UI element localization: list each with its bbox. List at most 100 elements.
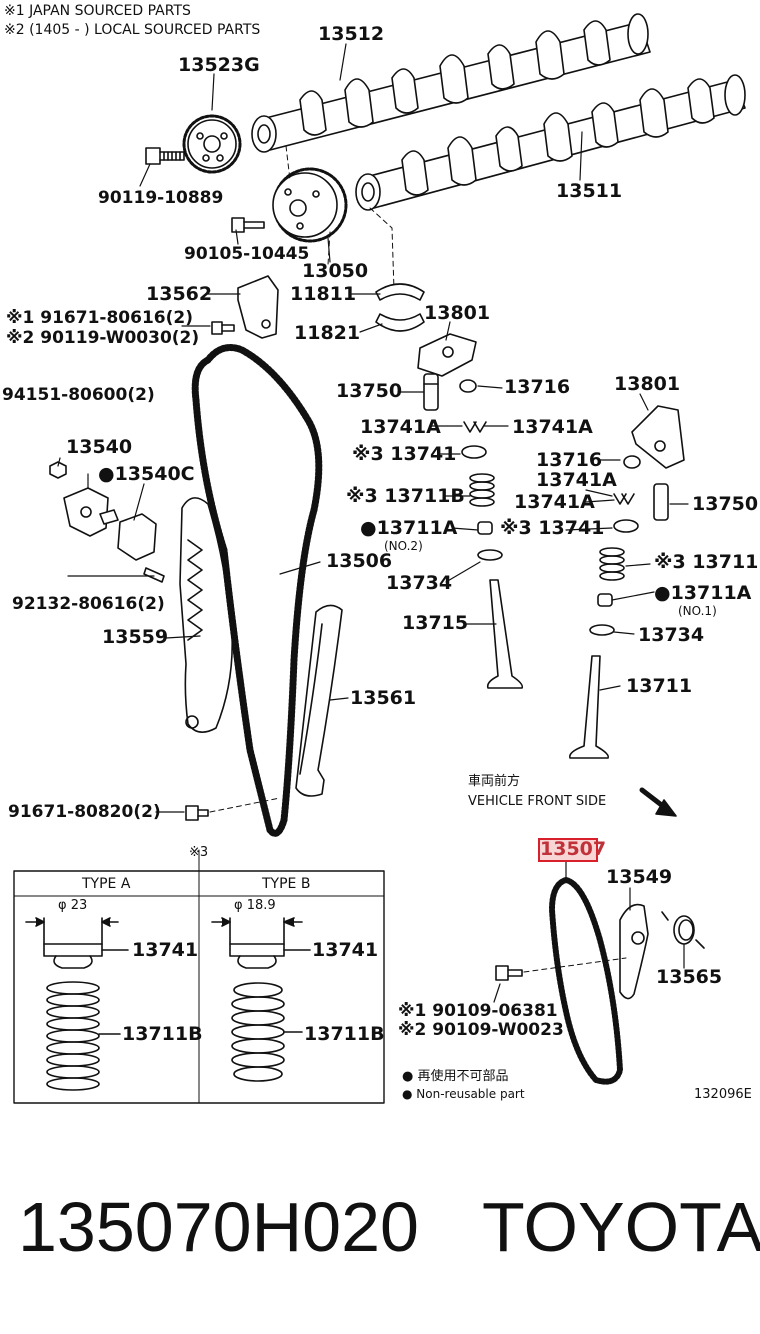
- pad-13716-right: [623, 455, 641, 469]
- bearing-11821: [375, 313, 425, 332]
- bolt-90119-10889: [145, 147, 185, 165]
- stud-92132-80616: [143, 567, 165, 583]
- valve-13711: [568, 655, 610, 759]
- label-13512[interactable]: 13512: [318, 23, 385, 45]
- label-13711B-b[interactable]: ※3 13711B: [654, 551, 760, 573]
- label-13711B-a[interactable]: ※3 13711B: [346, 485, 465, 507]
- label-13562[interactable]: 13562: [146, 283, 213, 305]
- label-13750-left[interactable]: 13750: [336, 380, 403, 402]
- spring-13711B-left: [469, 473, 495, 507]
- type-a-diameter: φ 23: [58, 898, 88, 913]
- gasket-13540C: [117, 513, 157, 561]
- label-13506[interactable]: 13506: [326, 550, 393, 572]
- label-91671-80616[interactable]: ※1 91671-80616(2): [6, 308, 193, 328]
- chain-damper-13549: [619, 903, 649, 1000]
- label-91671-80820[interactable]: 91671-80820(2): [8, 802, 161, 822]
- label-90109-06381[interactable]: ※1 90109-06381: [398, 1001, 558, 1021]
- damper-spring-13565: [661, 911, 705, 949]
- part-number: 135070H020: [18, 1188, 419, 1266]
- label-13559[interactable]: 13559: [102, 626, 169, 648]
- nut-94151-80600: [49, 461, 67, 479]
- label-13734-right[interactable]: 13734: [638, 624, 705, 646]
- type-a-spring-label[interactable]: 13711B: [122, 1023, 203, 1045]
- label-13507[interactable]: 13507: [540, 838, 607, 860]
- label-ref3: ※3: [189, 845, 209, 860]
- spring-13711B-right: [599, 547, 625, 581]
- label-13565[interactable]: 13565: [656, 966, 723, 988]
- label-90105-10445[interactable]: 90105-10445: [184, 244, 310, 264]
- note-japan-sourced: ※1 JAPAN SOURCED PARTS: [4, 3, 191, 19]
- label-13734-left[interactable]: 13734: [386, 572, 453, 594]
- label-13741-b[interactable]: ※3 13741: [500, 517, 605, 539]
- bearing-11811: [375, 283, 425, 301]
- valve-13715: [486, 579, 524, 689]
- type-b-title: TYPE B: [262, 876, 311, 892]
- label-13741A-4[interactable]: 13741A: [514, 491, 595, 513]
- type-b-spring-label[interactable]: 13711B: [304, 1023, 385, 1045]
- rocker-arm-13801-left: [417, 333, 477, 377]
- label-13741-a[interactable]: ※3 13741: [352, 443, 457, 465]
- retainer-13741-right: [613, 519, 639, 533]
- label-13523G[interactable]: 13523G: [178, 54, 260, 76]
- label-11821[interactable]: 11821: [294, 322, 361, 344]
- label-13716-right[interactable]: 13716: [536, 449, 603, 471]
- bolt-90105-10445: [231, 217, 265, 233]
- timing-chain-13506: [191, 344, 323, 837]
- label-13801-right[interactable]: 13801: [614, 373, 681, 395]
- pad-13716-left: [459, 379, 477, 393]
- vvt-gear-13050: [272, 167, 348, 243]
- camshaft-13511: [355, 74, 746, 211]
- plate-13562: [237, 275, 279, 339]
- legend-non-reusable-jp: ● 再使用不可部品: [402, 1069, 509, 1084]
- label-13561[interactable]: 13561: [350, 687, 417, 709]
- label-13750-right[interactable]: 13750: [692, 493, 759, 515]
- legend-non-reusable-en: ● Non-reusable part: [402, 1087, 525, 1101]
- label-13715[interactable]: 13715: [402, 612, 469, 634]
- keeper-13741A-right: [613, 493, 635, 505]
- bolt-91671-80616: [211, 321, 235, 335]
- lash-adjuster-13750-right: [653, 483, 669, 521]
- oil-pump-chain-13507: [549, 877, 623, 1085]
- label-no1: (NO.1): [678, 604, 717, 618]
- bolt-90109: [495, 965, 523, 981]
- label-13050[interactable]: 13050: [302, 260, 369, 282]
- label-13711[interactable]: 13711: [626, 675, 693, 697]
- label-13540[interactable]: 13540: [66, 436, 133, 458]
- label-13711A-a[interactable]: ●13711A: [360, 517, 458, 539]
- label-90109-W0023[interactable]: ※2 90109-W0023: [398, 1020, 564, 1040]
- label-13741A-3[interactable]: 13741A: [536, 469, 617, 491]
- type-b-diameter: φ 18.9: [234, 898, 276, 913]
- label-13741A-1[interactable]: 13741A: [360, 416, 441, 438]
- label-94151-80600[interactable]: 94151-80600(2): [2, 385, 155, 405]
- sprocket-13523G: [182, 114, 242, 174]
- label-13511[interactable]: 13511: [556, 180, 623, 202]
- washer-13734-right: [589, 624, 615, 636]
- type-a-drawing: [25, 917, 129, 1091]
- camshaft-13512: [251, 13, 651, 153]
- brand-name: TOYOTA: [482, 1188, 760, 1266]
- label-90119-10889[interactable]: 90119-10889: [98, 188, 224, 208]
- label-90119-W0030[interactable]: ※2 90119-W0030(2): [6, 328, 200, 348]
- bolt-91671-80820: [185, 805, 209, 821]
- label-vehicle-front-en: VEHICLE FRONT SIDE: [468, 794, 607, 809]
- label-13716-left[interactable]: 13716: [504, 376, 571, 398]
- type-b-seat-label[interactable]: 13741: [312, 939, 379, 961]
- chain-tensioner-13540: [63, 487, 119, 537]
- type-b-drawing: [211, 917, 311, 1082]
- retainer-13741-left: [461, 445, 487, 459]
- chain-slipper-13559: [179, 497, 233, 733]
- label-13801-left[interactable]: 13801: [424, 302, 491, 324]
- chain-guide-13561: [295, 604, 343, 797]
- label-13549[interactable]: 13549: [606, 866, 673, 888]
- label-11811[interactable]: 11811: [290, 283, 357, 305]
- type-a-title: TYPE A: [82, 876, 131, 892]
- label-vehicle-front-jp: 車両前方: [468, 774, 521, 789]
- label-92132-80616[interactable]: 92132-80616(2): [12, 594, 165, 614]
- type-a-seat-label[interactable]: 13741: [132, 939, 199, 961]
- label-13540C[interactable]: ●13540C: [98, 463, 195, 485]
- note-local-sourced: ※2 (1405 - ) LOCAL SOURCED PARTS: [4, 22, 261, 38]
- label-13741A-2[interactable]: 13741A: [512, 416, 593, 438]
- lash-adjuster-13750-left: [423, 373, 439, 411]
- label-13711A-b[interactable]: ●13711A: [654, 582, 752, 604]
